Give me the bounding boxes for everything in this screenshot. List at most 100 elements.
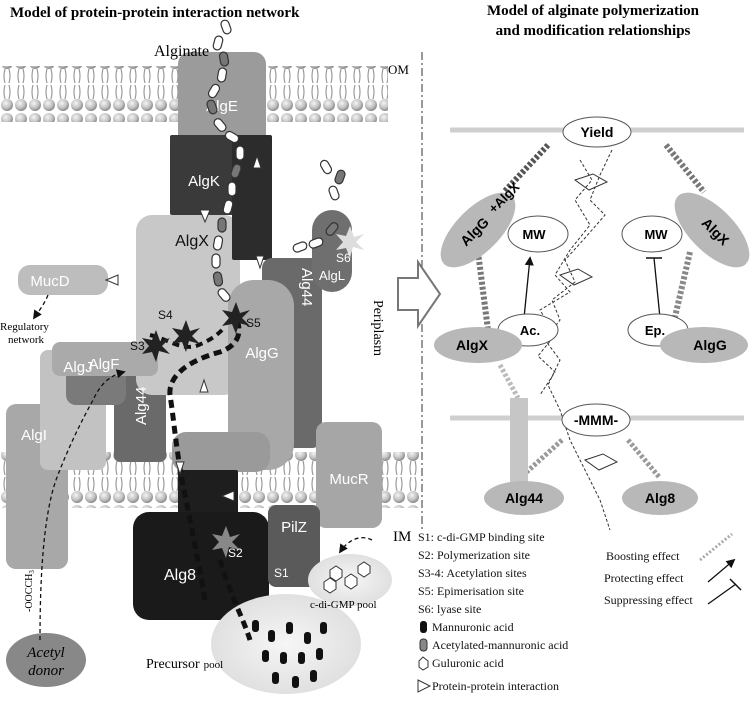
legend-site-3: S3-4: Acetylation sites	[418, 566, 527, 580]
precursor-dots	[252, 620, 327, 688]
im-label: IM	[393, 529, 411, 545]
mmm-oval	[561, 403, 631, 437]
site-star-s5	[222, 302, 250, 334]
alg8-label: Alg8	[164, 567, 196, 584]
site-s1-label: S1	[274, 566, 289, 580]
right-title-line2: and modification relationships	[496, 23, 691, 39]
algx-top-oval	[674, 192, 750, 268]
alginate-molecule-sketch	[544, 149, 613, 531]
legend-interaction-icon	[417, 679, 432, 693]
ac-to-mw-arrow	[523, 256, 534, 319]
legend-effect-3: Suppressing effect	[604, 593, 693, 607]
algf-label: AlgF	[89, 356, 120, 373]
site-star-s2	[212, 526, 240, 558]
legend-effect-2: Protecting effect	[604, 571, 684, 585]
algk-shape	[170, 135, 240, 215]
legend-site-4: S5: Epimerisation site	[418, 584, 524, 598]
alg44-left-label: Alg44	[133, 387, 150, 425]
algx-mid-oval	[434, 327, 522, 363]
mucr-shape	[316, 422, 382, 528]
regulatory-label-2: network	[8, 334, 45, 346]
legend-monomer-1: Mannuronic acid	[432, 620, 514, 634]
acetyl-path	[39, 369, 126, 641]
legend-site-5: S6: lyase site	[418, 602, 481, 616]
legend-boosting-icon	[699, 532, 733, 562]
legend-mannuronic-icon	[420, 621, 427, 633]
yield-label: Yield	[581, 124, 614, 140]
legend-suppress-bar	[729, 578, 742, 591]
alginate-label: Alginate	[154, 43, 209, 60]
outer-membrane-left	[0, 66, 180, 122]
ep-to-mw-line	[653, 257, 661, 319]
alge-shape	[178, 52, 266, 162]
algk-label: AlgK	[188, 173, 220, 190]
legend-effect-1: Boosting effect	[606, 549, 680, 563]
site-s5-label: S5	[246, 316, 261, 330]
mmm-label: -MMM-	[574, 412, 619, 428]
cdigmp-arrow	[338, 537, 373, 554]
ooch3-label: -OOCCH3	[24, 570, 36, 612]
pilz-shape	[268, 505, 320, 587]
acetyl-donor	[6, 633, 86, 687]
site-s6-label: S6	[336, 251, 351, 265]
algj-label: AlgJ	[63, 359, 92, 376]
alginate-molecule-sketch-2	[537, 159, 593, 396]
mw-right-oval	[621, 215, 683, 253]
regulatory-label-1: Regulatory	[0, 321, 49, 333]
precursor-drip	[217, 559, 253, 641]
legend-protecting-icon	[707, 558, 736, 583]
ep-label: Ep.	[645, 323, 665, 338]
regulatory-arrow	[32, 294, 49, 320]
legend-monomer-2: Acetylated-mannuronic acid	[432, 638, 568, 652]
site-s4-label: S4	[158, 308, 173, 322]
ac-label: Ac.	[520, 323, 540, 338]
alginate-molecule-ring-2	[558, 268, 594, 286]
right-title-line1: Model of alginate polymerization	[487, 3, 700, 19]
alginate-molecule-ring-1	[573, 173, 609, 191]
algx-mid-label: AlgX	[456, 337, 489, 353]
algi-label: AlgI	[21, 427, 47, 444]
alginate-chain	[206, 19, 346, 302]
legend-guluronic-icon	[418, 656, 429, 671]
pilz-label: PilZ	[281, 519, 307, 536]
algk-lower-shape	[232, 135, 272, 260]
outer-membrane-right	[266, 66, 388, 122]
site-star-s3	[142, 330, 170, 362]
legend-site-2: S2: Polymerization site	[418, 548, 530, 562]
cdigmp-molecules	[323, 561, 371, 594]
site-s2-label: S2	[228, 546, 243, 560]
alginate-molecule-ring-3	[583, 453, 619, 471]
algg-label: AlgG	[245, 345, 278, 362]
mucd-shape	[18, 265, 108, 295]
yield-oval	[562, 116, 632, 148]
legend-interaction: Protein-protein interaction	[432, 679, 559, 693]
algg-mid-oval	[660, 327, 748, 363]
mannuronic-chain	[167, 316, 242, 601]
mucd-label: MucD	[30, 273, 69, 290]
mw-left-label: MW	[522, 227, 546, 242]
alg8-right-panel-label: Alg8	[645, 490, 676, 506]
acetyl-label-1: Acetyl	[26, 645, 64, 661]
alg8-oval	[622, 481, 698, 515]
om-label: OM	[388, 62, 409, 77]
periplasm-label: Periplasm	[370, 300, 385, 356]
interaction-markers	[104, 154, 265, 502]
big-arrow	[397, 258, 442, 330]
algx-label: AlgX	[175, 233, 209, 250]
site-star-s4	[172, 320, 200, 352]
legend-acetylated-icon	[419, 638, 428, 652]
alg44-stalk	[510, 398, 528, 496]
site-stars	[142, 302, 250, 362]
left-title: Model of protein-protein interaction net…	[10, 5, 300, 21]
algg-shape	[228, 280, 294, 470]
mucr-label: MucR	[329, 471, 368, 488]
cdigmp-pool-label: c-di-GMP pool	[310, 599, 377, 611]
mw-right-label: MW	[644, 227, 668, 242]
acetyl-label-2: donor	[28, 663, 64, 679]
alg44-right-panel-label: Alg44	[505, 490, 543, 506]
algg-mid-label: AlgG	[693, 337, 727, 353]
legend-site-1: S1: c-di-GMP binding site	[418, 530, 545, 544]
algg-top-oval	[440, 192, 516, 268]
